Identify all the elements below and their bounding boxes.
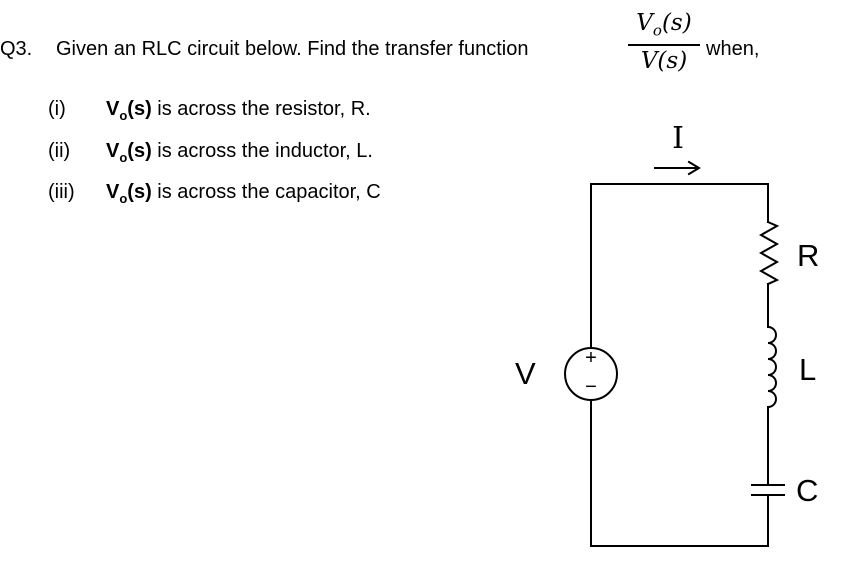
voltage-source-symbol (564, 347, 618, 401)
output-voltage-symbol: Vo(s) (106, 139, 152, 165)
sub-question-1: (i) Vo(s) is across the resistor, R. (48, 98, 381, 140)
numerator-arg: (s) (661, 10, 692, 36)
output-voltage-symbol: Vo(s) (106, 98, 152, 123)
sub-question-number: (iii) (48, 181, 75, 203)
source-plus-sign: + (585, 347, 597, 369)
transfer-function-fraction: Vo(s) V(s) (626, 10, 702, 74)
wire-bottom (590, 494, 769, 547)
numerator-sub: o (652, 21, 662, 40)
current-label: I (672, 121, 684, 156)
fraction-numerator: Vo(s) (626, 10, 702, 44)
sub-question-3: (iii) Vo(s) is across the capacitor, C (48, 181, 381, 223)
sub-question-text: is across the inductor, L. (151, 139, 373, 162)
question-text: Given an RLC circuit below. Find the tra… (56, 38, 529, 60)
source-minus-sign: − (585, 376, 597, 398)
sub-question-number: (i) (48, 98, 66, 120)
current-arrow-head (687, 160, 701, 176)
sub-question-text: is across the resistor, R. (151, 98, 371, 120)
capacitor-label: C (796, 473, 818, 508)
fraction-bar (628, 43, 700, 46)
inductor-label: L (799, 352, 816, 387)
wire-top (590, 183, 769, 223)
question-suffix: when, (706, 38, 760, 60)
sub-question-2: (ii) Vo(s) is across the inductor, L. (48, 140, 381, 182)
output-voltage-symbol: Vo(s) (106, 181, 152, 206)
sub-question-number: (ii) (48, 139, 71, 162)
rlc-circuit-diagram: I + − V R L C (515, 121, 819, 547)
sub-question-text: is across the capacitor, C (151, 181, 381, 203)
resistor-symbol (758, 220, 780, 286)
sub-question-list: (i) Vo(s) is across the resistor, R. (ii)… (48, 98, 381, 223)
resistor-label: R (797, 238, 819, 273)
question-number: Q3. (0, 38, 33, 60)
fraction-denominator: V(s) (640, 47, 688, 74)
inductor-symbol (766, 325, 777, 409)
source-label: V (515, 356, 536, 391)
numerator-var: V (636, 10, 653, 36)
question-line: Q3. Given an RLC circuit below. Find the … (0, 38, 528, 61)
